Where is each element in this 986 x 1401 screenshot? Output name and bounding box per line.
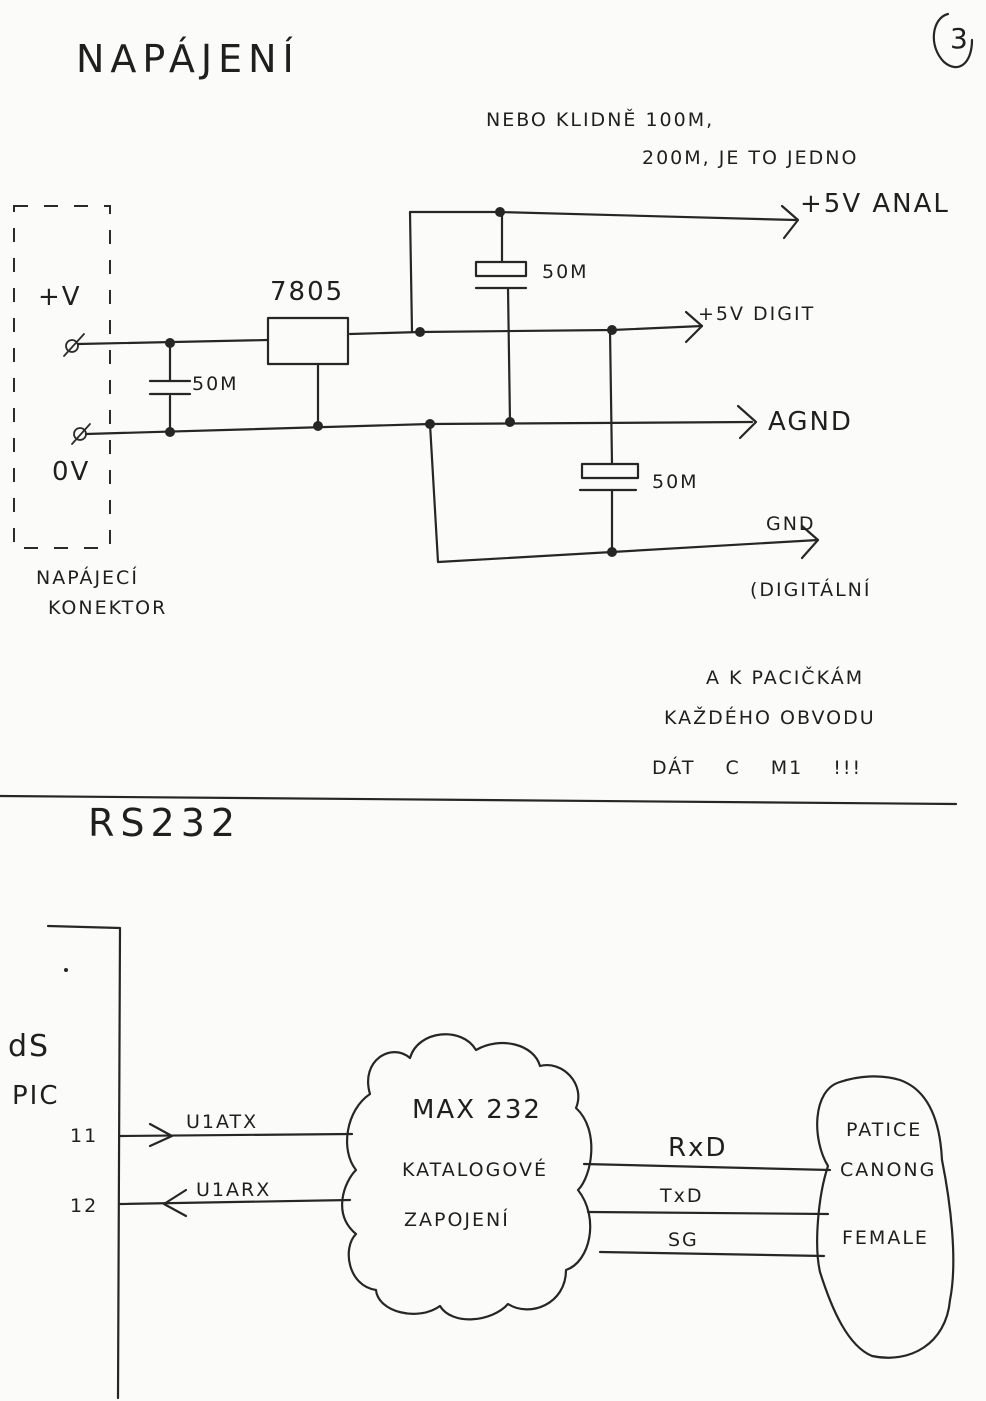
sg-label: SG [668, 1229, 699, 1251]
regulator-label: 7805 [270, 277, 344, 307]
output-gnd-label: GND [766, 513, 816, 535]
input-zero-label: 0V [52, 457, 90, 487]
uart-wires [118, 1122, 354, 1218]
power-connector-label-1: NAPÁJECÍ [36, 566, 139, 589]
max232-label-2: KATALOGOVÉ [402, 1158, 548, 1181]
power-note-line1: NEBO KLIDNĚ 100M, [486, 108, 714, 131]
canon-connector-label-2: CANONG [840, 1159, 936, 1181]
output-analog-label: +5V ANAL [800, 189, 950, 219]
mcu-label-2: PIC [12, 1081, 60, 1111]
mcu-outline [46, 924, 122, 1400]
pin-12-label: 12 [70, 1195, 98, 1217]
rs232-title: RS232 [88, 801, 241, 845]
analog-capacitor: 50M [474, 210, 589, 424]
max232-cloud [341, 1033, 593, 1321]
analog-capacitor-label: 50M [542, 261, 589, 283]
power-connector-box [13, 205, 111, 549]
mcu-label-1: dS [8, 1029, 50, 1064]
txd-label: TxD [659, 1185, 703, 1207]
power-output-arrows [684, 204, 820, 560]
pin-11-label: 11 [70, 1125, 98, 1147]
power-wires [76, 210, 820, 564]
rs232-lines [582, 1162, 832, 1258]
remark-line3: DÁT C M1 !!! [652, 756, 862, 779]
power-junctions [165, 207, 617, 557]
page-number: 3 [950, 22, 968, 55]
canon-connector-label-3: FEMALE [842, 1227, 929, 1249]
max232-label-3: ZAPOJENÍ [404, 1208, 510, 1231]
input-capacitor: 50M [148, 342, 239, 434]
rxd-label: RxD [668, 1133, 727, 1163]
digital-capacitor-label: 50M [652, 471, 699, 493]
input-plus-label: +V [38, 282, 82, 312]
regulator-7805: 7805 [266, 277, 350, 366]
canon-connector-label-1: PATICE [846, 1119, 922, 1141]
power-title: NAPÁJENÍ [76, 37, 300, 81]
output-agnd-label: AGND [768, 407, 853, 437]
remark-line2: KAŽDÉHO OBVODU [664, 706, 876, 729]
digital-capacitor: 50M [578, 328, 699, 554]
page-number-badge: 3 [932, 12, 974, 69]
remark-line1: A K PACIČKÁM [706, 665, 864, 689]
input-plus-terminal [63, 333, 85, 357]
input-capacitor-label: 50M [192, 373, 239, 395]
section-divider [0, 794, 958, 806]
output-gnd-note: (DIGITÁLNÍ [750, 578, 872, 601]
output-digital-label: +5V DIGIT [698, 303, 815, 325]
signal-rx-label: U1ARX [196, 1179, 271, 1201]
canon-connector-outline [816, 1075, 955, 1359]
max232-label-1: MAX 232 [412, 1095, 542, 1125]
power-connector-label-2: KONEKTOR [48, 597, 167, 619]
power-note-line2: 200M, JE TO JEDNO [642, 147, 858, 169]
signal-tx-label: U1ATX [186, 1111, 258, 1133]
